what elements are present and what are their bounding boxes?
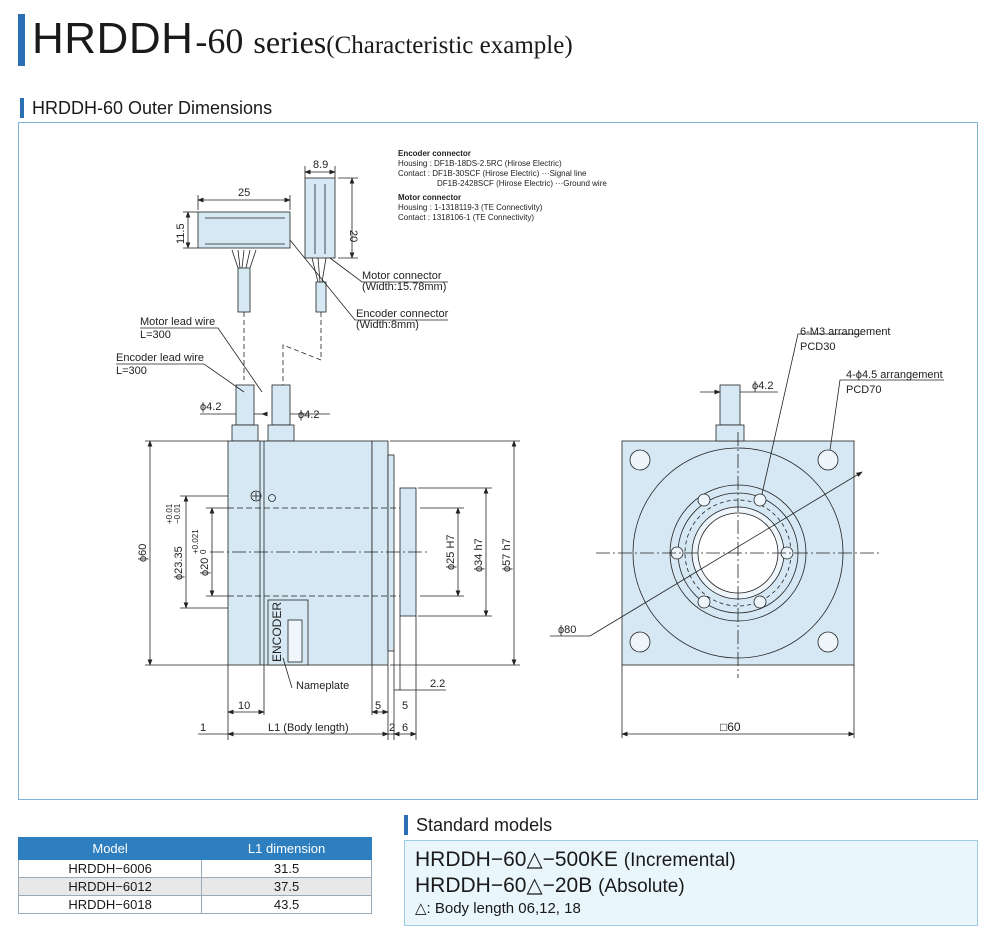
encoder-housing: Housing : DF1B-18DS-2.5RC (Hirose Electr…: [398, 159, 562, 168]
encoder-lead-length: L=300: [116, 365, 147, 377]
motor-lead-label: Motor lead wire: [140, 316, 215, 328]
dim-phi20: ϕ20: [199, 558, 211, 576]
nameplate-label: Nameplate: [296, 680, 349, 692]
tol-23-upper: +0.01: [165, 503, 174, 524]
dim-10: 10: [238, 700, 250, 712]
l1-body-length: L1 (Body length): [268, 722, 349, 734]
dim-5-a: 5: [375, 700, 381, 712]
model-type: (Incremental): [623, 850, 736, 871]
dim-phi4-2-a: ϕ4.2: [200, 401, 221, 413]
encoder-plate-text: ENCODER: [270, 602, 284, 662]
title-main: HRDDH: [32, 14, 194, 63]
m3-arrangement: 6-M3 arrangement: [800, 326, 891, 338]
title-accent-bar: [18, 14, 25, 66]
l1-cell: 43.5: [201, 895, 372, 914]
model-cell: HRDDH−6018: [17, 895, 203, 914]
encoder-contact1: Contact : DF1B-30SCF (Hirose Electric) ·…: [398, 169, 587, 178]
l1-cell: 37.5: [201, 877, 372, 896]
dim-6: 6: [402, 722, 408, 734]
pcd70-label: PCD70: [846, 384, 881, 396]
dim-8-9: 8.9: [313, 159, 328, 171]
table-row: HRDDH−6018 43.5: [17, 895, 372, 914]
motor-contact: Contact : 1318106-1 (TE Connectivity): [398, 213, 534, 222]
dim-phi23-35: ϕ23.35: [173, 546, 185, 580]
model-table: Model L1 dimension HRDDH−6006 31.5 HRDDH…: [17, 837, 372, 914]
section-accent-bar: [20, 98, 24, 118]
standard-model-incremental: HRDDH−60△−500KE (Incremental): [415, 847, 736, 872]
dim-phi60: ϕ60: [137, 544, 149, 562]
dim-1: 1: [200, 722, 206, 734]
standard-models-accent-bar: [404, 815, 408, 835]
standard-models-title: Standard models: [416, 815, 553, 835]
dim-phi57: ϕ57 h7: [501, 538, 513, 572]
dim-2: 2: [389, 722, 395, 734]
title-paren: (Characteristic example): [326, 32, 573, 59]
col-l1: L1 dimension: [201, 837, 372, 860]
dim-2-2: 2.2: [430, 678, 445, 690]
dim-phi25: ϕ25 H7: [445, 534, 457, 570]
model-code: HRDDH−60△−20B: [415, 874, 593, 897]
model-cell: HRDDH−6006: [17, 859, 203, 878]
encoder-connector-label: Encoder connector: [356, 308, 449, 320]
model-type: (Absolute): [598, 876, 685, 897]
pcd30-label: PCD30: [800, 341, 835, 353]
motor-connector-label: Motor connector: [362, 270, 442, 282]
encoder-lead-label: Encoder lead wire: [116, 352, 204, 364]
outer-dimensions-title: HRDDH-60 Outer Dimensions: [32, 98, 273, 118]
dim-20: 20: [347, 230, 359, 242]
encoder-connector-width: (Width:8mm): [356, 319, 419, 331]
standard-model-absolute: HRDDH−60△−20B (Absolute): [415, 873, 685, 898]
tol-23-lower: −0.01: [173, 503, 182, 524]
standard-models-box: HRDDH−60△−500KE (Incremental) HRDDH−60△−…: [404, 840, 978, 926]
model-code: HRDDH−60△−500KE: [415, 848, 618, 871]
body-length-note: △: Body length 06,12, 18: [415, 900, 581, 917]
tol-20-lower: 0: [199, 549, 208, 554]
tol-20-upper: +0.021: [191, 529, 200, 554]
table-row: HRDDH−6006 31.5: [17, 859, 372, 878]
encoder-contact2: DF1B-2428SCF (Hirose Electric) ···Ground…: [437, 179, 607, 188]
l1-cell: 31.5: [201, 859, 372, 878]
drawing-frame: [18, 122, 978, 800]
dim-phi4-2-b: ϕ4.2: [298, 409, 319, 421]
phi45-arrangement: 4-ϕ4.5 arrangement: [846, 369, 943, 381]
table-row: HRDDH−6012 37.5: [17, 877, 372, 896]
dim-25: 25: [238, 187, 250, 199]
dim-phi4-2-c: ϕ4.2: [752, 380, 773, 392]
motor-lead-length: L=300: [140, 329, 171, 341]
dim-5-b: 5: [402, 700, 408, 712]
title-dash: -60: [195, 21, 244, 61]
motor-connector-width: (Width:15.78mm): [362, 281, 446, 293]
motor-connector-heading: Motor connector: [398, 193, 461, 202]
col-model: Model: [17, 837, 203, 860]
encoder-connector-heading: Encoder connector: [398, 149, 471, 158]
motor-housing: Housing : 1-1318119-3 (TE Connectivity): [398, 203, 543, 212]
model-cell: HRDDH−6012: [17, 877, 203, 896]
dim-11-5: 11.5: [175, 223, 187, 244]
dim-phi34: ϕ34 h7: [473, 538, 485, 572]
page-title: HRDDH -60 series (Characteristic example…: [32, 14, 573, 70]
dim-square-60: □60: [720, 720, 741, 734]
dim-phi80: ϕ80: [558, 624, 576, 636]
title-series: series: [253, 24, 327, 60]
